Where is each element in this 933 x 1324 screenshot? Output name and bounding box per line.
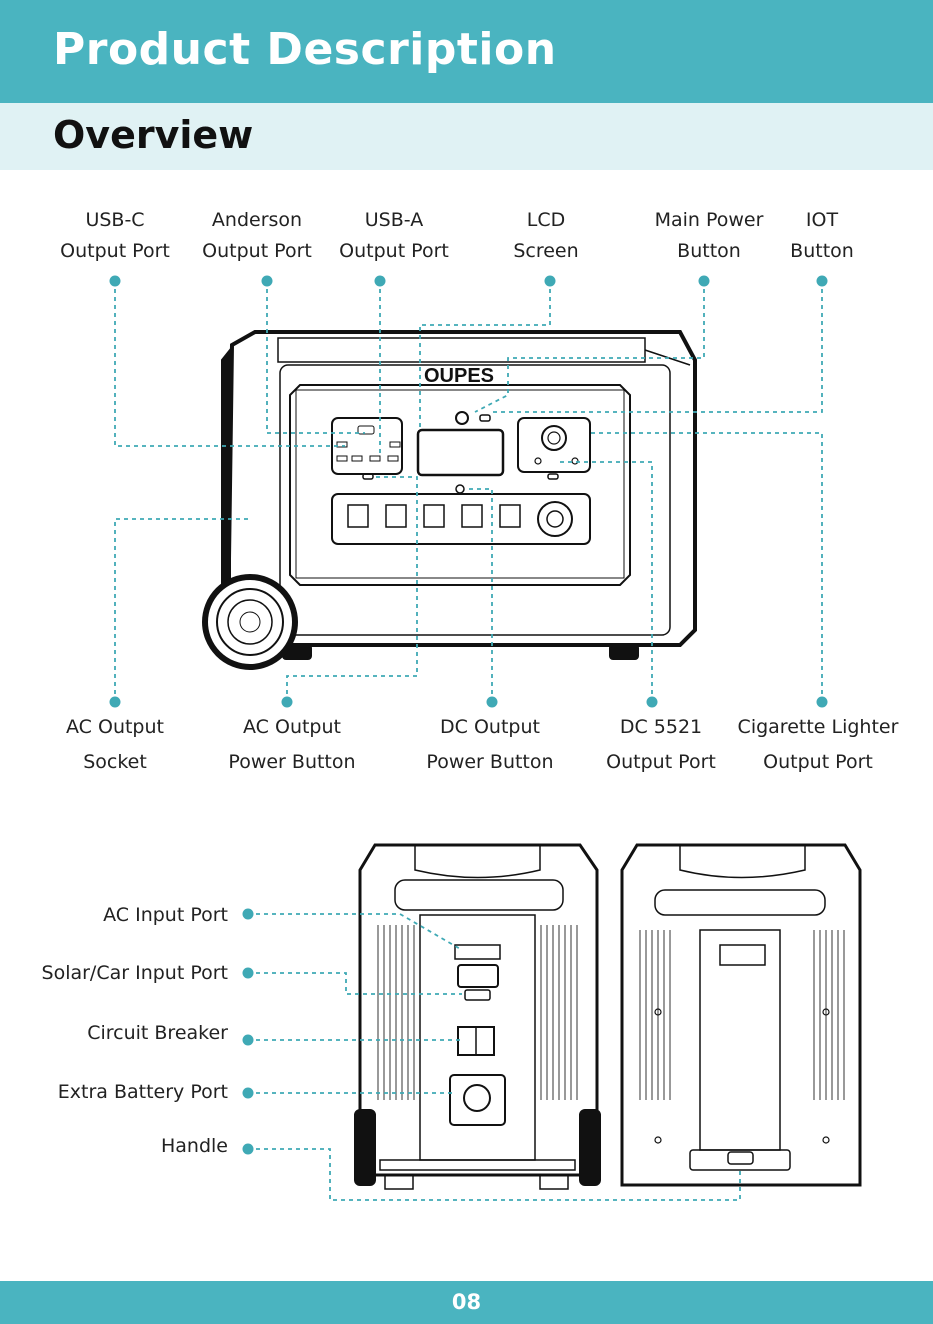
rear-device-alt [620,843,862,1187]
front-device [202,330,697,670]
section-bar: Overview [0,103,933,170]
rear-callout-dots [242,908,254,1155]
label-solar-input: Solar/Car Input Port [41,962,228,984]
footer-bar: 08 [0,1281,933,1324]
label-handle: Handle [160,1135,228,1157]
label-extra-battery: Extra Battery Port [57,1081,228,1103]
label-circuit-breaker: Circuit Breaker [87,1022,228,1044]
front-callout-dots [109,275,828,708]
front-callouts [114,281,823,702]
section-title: Overview [53,113,254,157]
rear-device [354,843,601,1190]
label-ac-input: AC Input Port [103,904,228,926]
page-title: Product Description [53,24,557,75]
rear-callouts [248,913,741,1201]
brand-logo: OUPES [424,365,494,387]
header-bar: Product Description [0,0,933,103]
page-number: 08 [451,1290,482,1314]
